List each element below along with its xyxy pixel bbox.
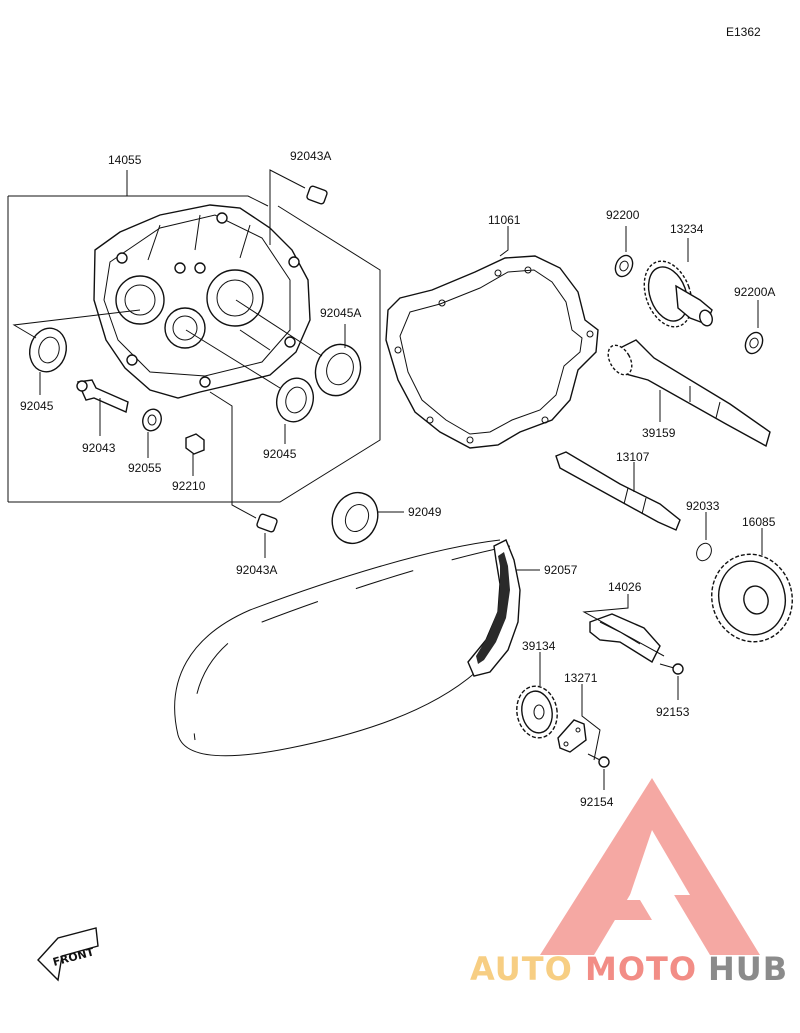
dowel-pin-92043A-top[interactable] [306, 185, 328, 205]
washer-92200[interactable] [612, 253, 636, 280]
shaft-13107[interactable] [555, 451, 681, 531]
label-92043A-top: 92043A [290, 149, 331, 163]
washer-92055[interactable] [140, 407, 164, 434]
front-arrow: FRONT [37, 927, 99, 982]
label-92033: 92033 [686, 499, 720, 513]
label-92154: 92154 [580, 795, 614, 809]
label-92045A: 92045A [320, 306, 361, 320]
label-14055: 14055 [108, 153, 142, 167]
bolt-92153[interactable] [659, 663, 684, 675]
watermark-moto: MOTO [585, 950, 697, 988]
label-92043: 92043 [82, 441, 116, 455]
drive-chain-92057[interactable] [174, 539, 521, 757]
bearing-92045A[interactable] [308, 338, 367, 402]
gear-13234[interactable] [636, 255, 715, 334]
bolt-92154[interactable] [587, 753, 610, 768]
label-39134: 39134 [522, 639, 556, 653]
dowel-pin-92043A-bottom[interactable] [256, 513, 278, 533]
label-92153: 92153 [656, 705, 690, 719]
watermark-auto: AUTO [470, 950, 573, 988]
shaft-39159[interactable] [603, 339, 771, 448]
label-13107: 13107 [616, 450, 650, 464]
gasket-11061[interactable] [385, 255, 599, 449]
label-16085: 16085 [742, 515, 776, 529]
watermark-logo: AUTO MOTO HUB [470, 778, 788, 988]
label-92210: 92210 [172, 479, 206, 493]
case-group-frame [7, 170, 381, 503]
label-92200: 92200 [606, 208, 640, 222]
plate-13271[interactable] [557, 719, 587, 753]
oil-seal-92049[interactable] [324, 485, 386, 551]
case-housing-14055[interactable] [93, 204, 311, 399]
sprocket-39134[interactable] [513, 683, 561, 741]
bearing-92045-mid[interactable] [272, 374, 318, 426]
label-92200A: 92200A [734, 285, 775, 299]
label-92043A-bottom: 92043A [236, 563, 277, 577]
label-92049: 92049 [408, 505, 442, 519]
washer-92200A[interactable] [742, 330, 766, 357]
label-92045-mid: 92045 [263, 447, 297, 461]
label-13234: 13234 [670, 222, 704, 236]
stud-92043[interactable] [76, 379, 129, 413]
figure-code: E1362 [726, 25, 761, 39]
bearing-92045-left[interactable] [25, 324, 71, 376]
watermark-hub: HUB [708, 950, 788, 988]
label-92045-left: 92045 [20, 399, 54, 413]
label-92055: 92055 [128, 461, 162, 475]
circlip-92033[interactable] [694, 541, 714, 563]
label-14026: 14026 [608, 580, 642, 594]
label-13271: 13271 [564, 671, 598, 685]
label-92057: 92057 [544, 563, 578, 577]
label-11061: 11061 [488, 213, 521, 227]
label-39159: 39159 [642, 426, 676, 440]
nut-92210[interactable] [185, 433, 205, 455]
gear-16085[interactable] [702, 545, 800, 651]
